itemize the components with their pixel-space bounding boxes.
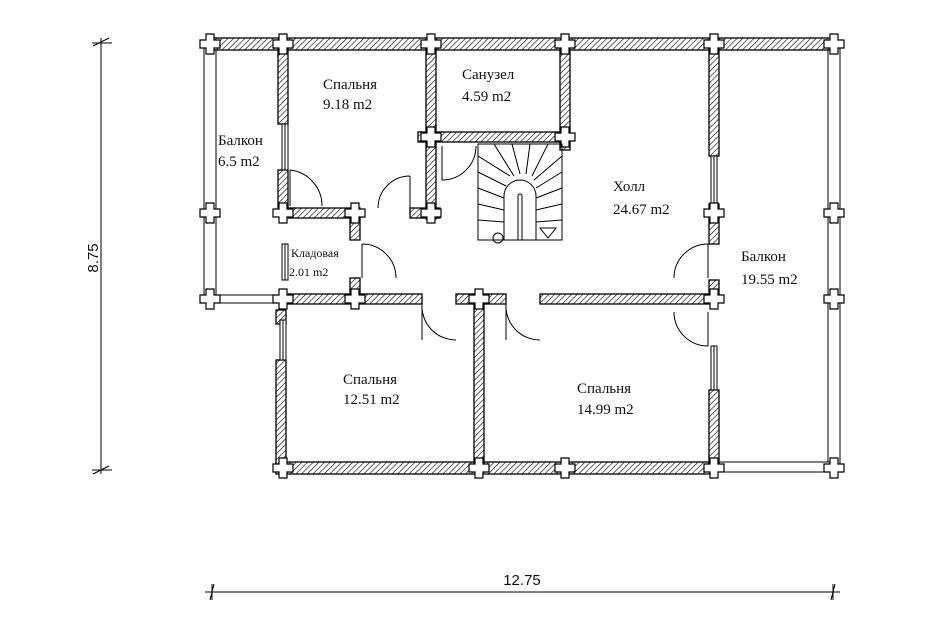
width-dimension: 12.75 [205, 572, 840, 601]
room-name: Балкон [218, 133, 263, 149]
room-name: Спальня [577, 381, 631, 397]
room-balcony-left: Балкон 6.5 m2 [218, 133, 263, 170]
log-joints [199, 33, 845, 479]
room-area: 9.18 m2 [323, 97, 372, 113]
room-name: Балкон [741, 249, 786, 265]
room-area: 4.59 m2 [462, 89, 511, 105]
room-hall: Холл 24.67 m2 [613, 179, 670, 218]
room-area: 6.5 m2 [218, 154, 260, 170]
doors [289, 145, 709, 347]
room-name: Кладовая [291, 246, 339, 260]
width-dimension-label: 12.75 [503, 572, 541, 589]
room-bathroom: Санузел 4.59 m2 [462, 67, 515, 105]
windows [279, 123, 718, 391]
staircase [477, 143, 563, 244]
room-bedroom-top: Спальня 9.18 m2 [323, 77, 377, 113]
room-area: 14.99 m2 [577, 402, 634, 418]
room-name: Санузел [462, 67, 515, 83]
room-area: 19.55 m2 [741, 272, 798, 288]
room-name: Спальня [323, 77, 377, 93]
height-dimension-label: 8.75 [85, 243, 102, 272]
room-area: 24.67 m2 [613, 202, 670, 218]
room-area: 12.51 m2 [343, 392, 400, 408]
room-balcony-right: Балкон 19.55 m2 [741, 249, 798, 288]
room-name: Спальня [343, 372, 397, 388]
room-storage: Кладовая 2.01 m2 [289, 246, 339, 279]
room-bedroom-left: Спальня 12.51 m2 [343, 372, 400, 408]
room-name: Холл [613, 179, 646, 195]
height-dimension: 8.75 [85, 37, 112, 475]
room-area: 2.01 m2 [289, 265, 328, 279]
room-bedroom-right: Спальня 14.99 m2 [577, 381, 634, 418]
